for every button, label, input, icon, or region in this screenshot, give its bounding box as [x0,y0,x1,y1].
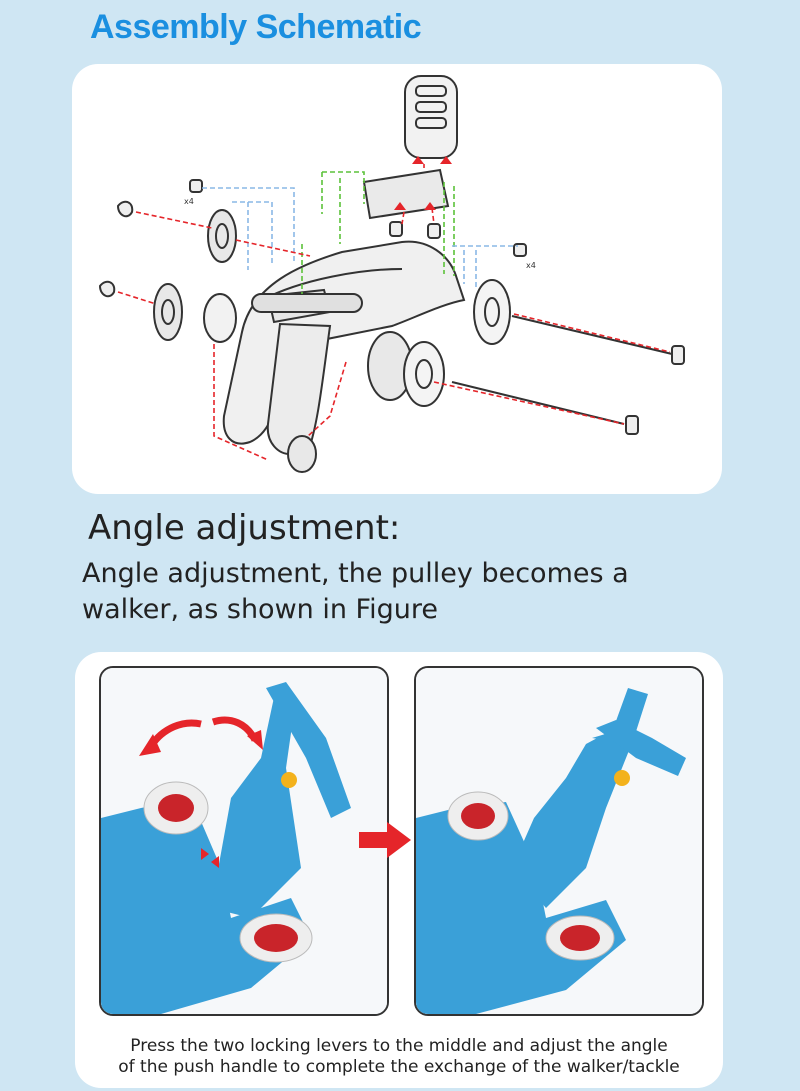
assembly-schematic-diagram: x4 x4 [98,75,685,473]
section-heading: Angle adjustment: [88,508,401,548]
axle-part [511,315,673,355]
main-body-part [222,240,466,445]
assembly-schematic-panel: x4 x4 [72,64,722,494]
seat-part [362,168,450,220]
wheel-part [403,341,445,407]
qty-label-right: x4 [526,261,536,270]
transition-arrow-icon [359,822,411,858]
page-title: Assembly Schematic [90,8,422,46]
after-adjustment-photo [414,666,704,1016]
wheel-part [473,279,511,345]
wheel-part [207,209,237,263]
caption-line-2: of the push handle to complete the excha… [118,1057,680,1077]
wheel-part [203,293,237,343]
angle-adjustment-panel: Press the two locking levers to the midd… [75,652,723,1088]
handlebar-part [251,293,363,313]
figure-caption: Press the two locking levers to the midd… [75,1036,723,1078]
wheel-part [153,283,183,341]
before-adjustment-photo [99,666,389,1016]
axle-part [451,381,625,425]
caption-line-1: Press the two locking levers to the midd… [130,1036,668,1056]
section-description: Angle adjustment, the pulley becomes a w… [82,558,629,625]
wheel-part [287,435,317,473]
qty-label-left: x4 [184,197,194,206]
